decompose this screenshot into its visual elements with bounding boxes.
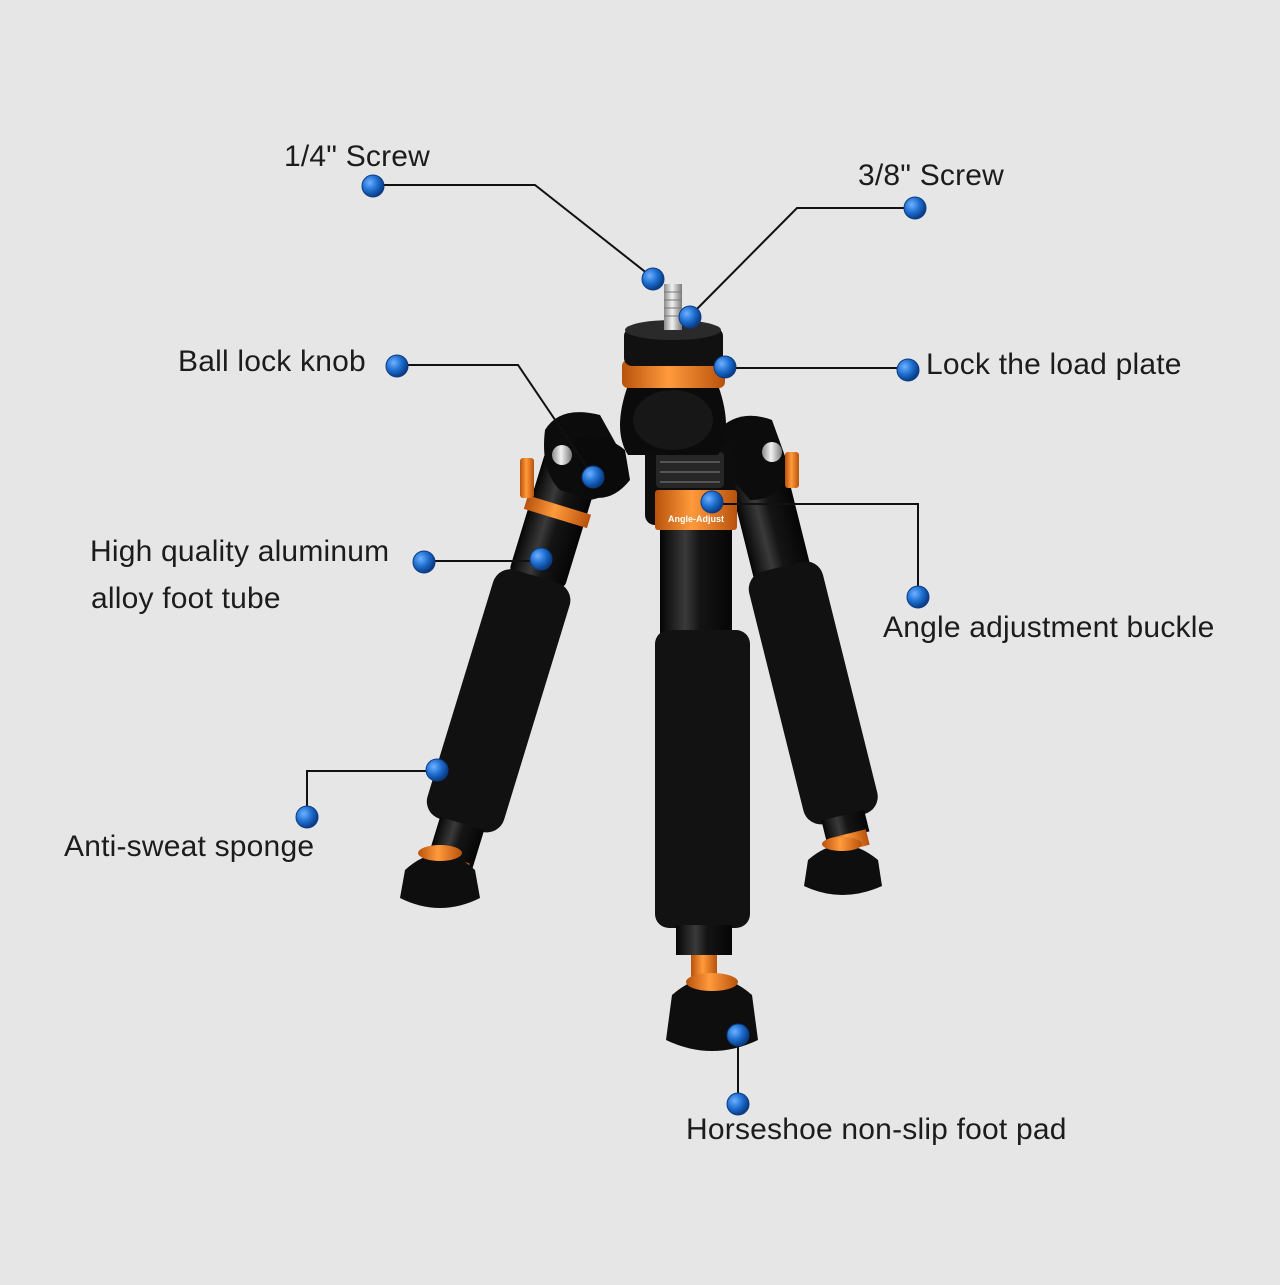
label-foot-pad: Horseshoe non-slip foot pad xyxy=(686,1113,1067,1146)
dot-foot-pad-label xyxy=(726,1092,750,1116)
tripod: Angle-Adjust xyxy=(400,284,882,1051)
dot-lock-plate-target xyxy=(713,355,737,379)
left-leg xyxy=(426,450,600,881)
label-three-eighth-screw: 3/8" Screw xyxy=(858,159,1005,192)
dot-ball-lock-label xyxy=(385,354,409,378)
ball-head xyxy=(620,284,726,455)
dot-quarter-screw-target xyxy=(641,267,665,291)
dot-angle-buckle-target xyxy=(700,490,724,514)
angle-adjust-plate xyxy=(655,490,737,530)
dot-three-eighth-label xyxy=(903,196,927,220)
label-foot-tube-line2: alloy foot tube xyxy=(91,582,281,615)
leader-quarter-screw xyxy=(373,184,654,279)
dot-foot-tube-target xyxy=(529,547,553,571)
leader-three-eighth-screw xyxy=(689,207,915,317)
label-anti-sweat: Anti-sweat sponge xyxy=(64,830,315,863)
angle-adjust-plate-text: Angle-Adjust xyxy=(668,514,724,524)
left-foot xyxy=(400,854,480,908)
label-angle-buckle: Angle adjustment buckle xyxy=(883,611,1215,644)
label-foot-tube-line1: High quality aluminum xyxy=(90,535,390,568)
callout-dots xyxy=(295,174,930,1116)
label-quarter-screw: 1/4" Screw xyxy=(284,140,431,173)
leader-angle-buckle xyxy=(712,503,919,597)
dot-quarter-screw-label xyxy=(361,174,385,198)
dot-foot-pad-target xyxy=(726,1023,750,1047)
right-foot xyxy=(804,845,882,895)
label-ball-lock-knob: Ball lock knob xyxy=(178,345,366,378)
dot-ball-lock-target xyxy=(581,465,605,489)
leader-anti-sweat xyxy=(306,770,437,817)
dot-angle-buckle-label xyxy=(906,585,930,609)
leader-ball-lock-knob xyxy=(397,364,594,477)
mounting-screw xyxy=(664,284,682,330)
dot-anti-sweat-label xyxy=(295,805,319,829)
label-lock-load-plate: Lock the load plate xyxy=(926,348,1182,381)
dot-foot-tube-label xyxy=(412,550,436,574)
leader-lines xyxy=(306,184,919,1104)
center-leg xyxy=(655,520,750,985)
dot-anti-sweat-target xyxy=(425,758,449,782)
dot-three-eighth-target xyxy=(678,305,702,329)
dot-lock-plate-label xyxy=(896,358,920,382)
